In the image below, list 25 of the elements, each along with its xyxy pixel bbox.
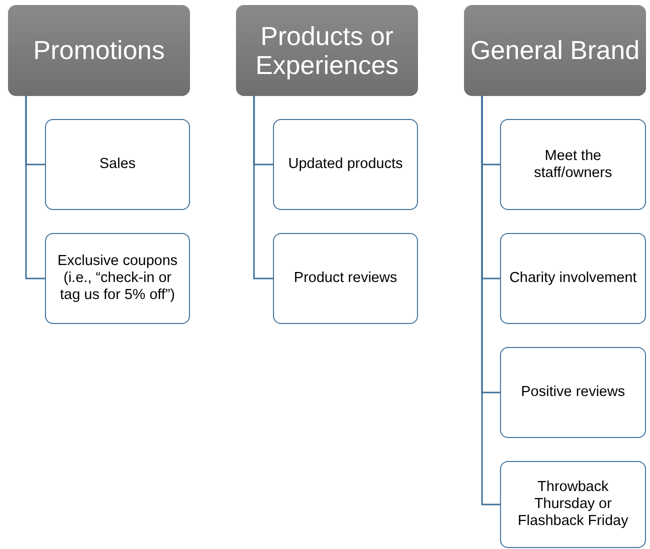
category-box (236, 5, 418, 96)
connector-line (481, 96, 500, 506)
item-box (273, 233, 418, 324)
item-box (45, 233, 190, 324)
box-label: Exclusive coupons (i.e., “check-in or tag us for 5% off”) (56, 253, 179, 304)
box-label: Meet the staff/owners (533, 148, 613, 182)
box-label: Throwback Thursday or Flashback Friday (516, 479, 630, 530)
item-box (500, 461, 646, 548)
box-label: General Brand (470, 36, 640, 65)
connector-line (25, 96, 45, 280)
item-box (500, 347, 646, 438)
box-label: Promotions (33, 36, 165, 65)
box-label: Product reviews (294, 270, 398, 287)
category-box (464, 5, 646, 96)
item-box (273, 119, 418, 210)
item-box (500, 119, 646, 210)
item-box (500, 233, 646, 324)
box-label: Positive reviews (521, 384, 625, 401)
connector-line (253, 96, 273, 280)
box-label: Charity involvement (509, 270, 637, 287)
box-label: Updated products (288, 156, 403, 173)
box-label: Sales (99, 156, 136, 173)
item-box (45, 119, 190, 210)
category-box (8, 5, 190, 96)
box-label: Products or Experiences (254, 22, 400, 80)
